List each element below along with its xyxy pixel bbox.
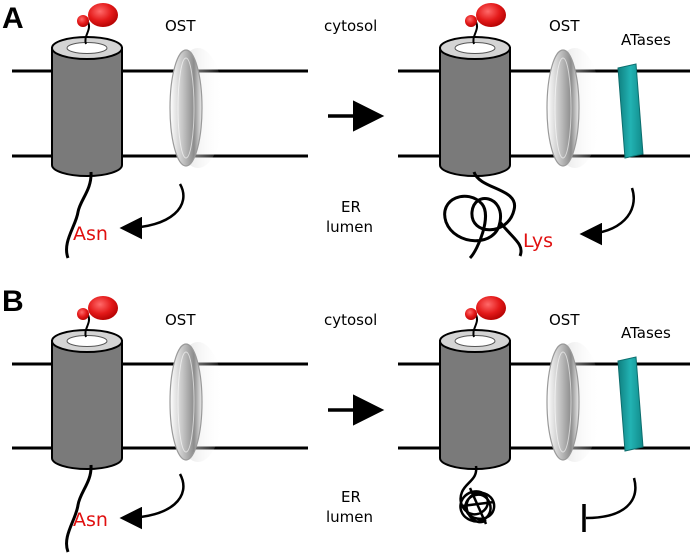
glycan-stalk-right-b — [472, 314, 478, 338]
residue-label-left-a: Asn — [73, 223, 108, 245]
panel-letter-b: B — [2, 285, 24, 318]
ost-arrow-left-a — [119, 183, 185, 240]
ost-label-left-b: OST — [165, 311, 196, 329]
channel-left-a — [51, 36, 123, 177]
nascent-chain-left-b — [65, 464, 93, 553]
glycan-stalk-right-a — [472, 21, 478, 45]
channel-left-b — [51, 329, 123, 470]
atase-arrow-a — [579, 187, 635, 246]
channel-right-a — [439, 36, 511, 177]
residue-label-left-b: Asn — [73, 509, 108, 531]
glycan-large-left-a — [88, 3, 118, 27]
atases-label-b: ATases — [621, 324, 671, 342]
ost-left-a — [169, 48, 224, 168]
glycan-small-right-a — [465, 15, 477, 27]
nascent-chain-left-a — [65, 171, 93, 259]
panel-a: A OST Asn cytosol ER lumen — [2, 2, 690, 260]
glycan-stalk-left-a — [84, 21, 90, 45]
atases-label-a: ATases — [621, 31, 671, 49]
ost-label-right-b: OST — [549, 311, 580, 329]
glycan-large-right-b — [476, 296, 506, 320]
er-label-a: ER — [341, 198, 361, 216]
lumen-label-a: lumen — [326, 218, 373, 236]
inhibition-curve-b — [585, 477, 637, 520]
panel-letter-a: A — [2, 2, 24, 35]
glycan-stalk-left-b — [84, 314, 90, 338]
lumen-label-b: lumen — [326, 508, 373, 526]
ost-label-right-a: OST — [549, 17, 580, 35]
nascent-chain-right-a — [443, 171, 523, 260]
glycan-small-left-a — [77, 15, 89, 27]
er-label-b: ER — [341, 488, 361, 506]
glycan-small-left-b — [77, 308, 89, 320]
panel-b: B OST Asn cytosol ER lumen — [2, 285, 690, 553]
atase-right-b — [617, 356, 644, 452]
glycan-small-right-b — [465, 308, 477, 320]
cytosol-label-b: cytosol — [324, 311, 377, 329]
glycan-large-left-b — [88, 296, 118, 320]
cytosol-label-a: cytosol — [324, 17, 377, 35]
ost-arrow-left-b — [119, 473, 185, 530]
aggregated-chain-right-b — [459, 465, 496, 525]
ost-right-a — [546, 48, 601, 168]
channel-right-b — [439, 329, 511, 470]
ost-right-b — [546, 342, 601, 462]
ost-label-left-a: OST — [165, 17, 196, 35]
glycan-large-right-a — [476, 3, 506, 27]
residue-label-right-a: Lys — [523, 230, 553, 252]
atase-right-a — [617, 63, 644, 159]
ost-left-b — [169, 342, 224, 462]
